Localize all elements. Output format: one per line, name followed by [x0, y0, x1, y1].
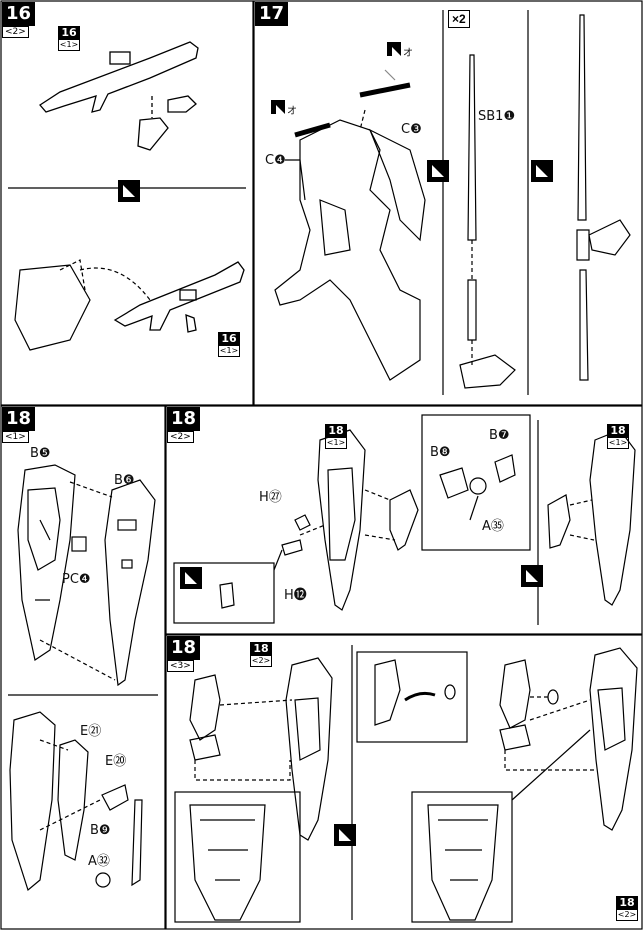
- rifle-top: [39, 41, 199, 151]
- tick-label: オ: [403, 48, 413, 59]
- detail-box-18-3-left: [174, 791, 301, 923]
- nipper-icon: [531, 160, 553, 182]
- detail-box-18-3-right-lower: [411, 791, 513, 923]
- nipper-icon: [521, 565, 543, 587]
- shield-outer-right: [104, 479, 156, 687]
- step-sub-18-2: <2>: [167, 431, 194, 443]
- nipper-icon: [427, 160, 449, 182]
- step-sub-18-1: <1>: [2, 431, 29, 443]
- torso-16: [14, 264, 91, 351]
- step-badge-16: 16: [2, 2, 36, 26]
- panel-18-1-border: [0, 405, 166, 930]
- part-label-b9: B❾: [90, 823, 111, 838]
- panel-17-border: [253, 0, 643, 406]
- part-label-b7: B❼: [489, 428, 510, 443]
- nipper-icon: [180, 567, 202, 589]
- part-label-h27: H㉗: [259, 490, 282, 505]
- tick-label: オ: [287, 106, 297, 117]
- step-badge-18-2: 18: [167, 407, 201, 431]
- panel-18-2-border: [165, 405, 643, 635]
- quantity-badge: ×2: [448, 10, 470, 28]
- ref-step-16: 16<1>: [58, 26, 80, 51]
- panel-16-border: [0, 0, 254, 406]
- step-badge-18-3: 18: [167, 636, 201, 660]
- ref-step-18: 18<1>: [607, 424, 629, 449]
- part-label-a35: A㉟: [482, 519, 504, 534]
- part-label-e21: E㉑: [80, 724, 102, 739]
- detail-box-18-2: [421, 414, 531, 551]
- step-badge-17: 17: [255, 2, 289, 26]
- part-label-c4: C❹: [265, 153, 286, 168]
- shield-assembly-lower: [9, 711, 143, 892]
- nipper-icon: [271, 100, 288, 117]
- step-sub-18-3: <3>: [167, 660, 194, 672]
- shield-18-2: [317, 429, 419, 611]
- ref-step-18: 18<2>: [616, 896, 638, 921]
- suit-body: [274, 119, 426, 381]
- shield-inner-left: [17, 464, 76, 661]
- nipper-icon: [118, 180, 140, 202]
- panel-18-3-border: [165, 634, 643, 930]
- shield-18-3-right: [589, 647, 638, 831]
- part-label-c3: C❸: [401, 122, 422, 137]
- step-sub-16: <2>: [2, 26, 29, 38]
- shield-18-3-left: [285, 657, 333, 841]
- part-label-a32: A㉜: [88, 854, 110, 869]
- part-label-b5: B❺: [30, 446, 51, 461]
- nipper-icon: [334, 824, 356, 846]
- part-label-sb1: SB1❶: [478, 109, 516, 124]
- detail-box-small: [173, 562, 275, 624]
- arm-18-3-left: [189, 674, 221, 761]
- detail-box-18-3-right: [356, 651, 468, 743]
- part-label-e20: E⑳: [105, 754, 127, 769]
- part-label-pc4: PC❹: [62, 572, 91, 587]
- ref-step-18: 18<2>: [250, 642, 272, 667]
- part-label-b6: B❻: [114, 473, 135, 488]
- ref-step-16: 16<1>: [218, 332, 240, 357]
- arm-18-3-right: [499, 659, 559, 751]
- step-badge-18-1: 18: [2, 407, 36, 431]
- rifle-bottom: [113, 261, 245, 333]
- shield-18-2-right: [547, 429, 636, 606]
- part-label-h12: H⓬: [284, 588, 307, 603]
- nipper-icon: [387, 42, 404, 59]
- part-label-b8: B❽: [430, 445, 451, 460]
- ref-step-18: 18<1>: [325, 424, 347, 449]
- beam-saber: [459, 14, 631, 389]
- pc-part: [71, 536, 87, 552]
